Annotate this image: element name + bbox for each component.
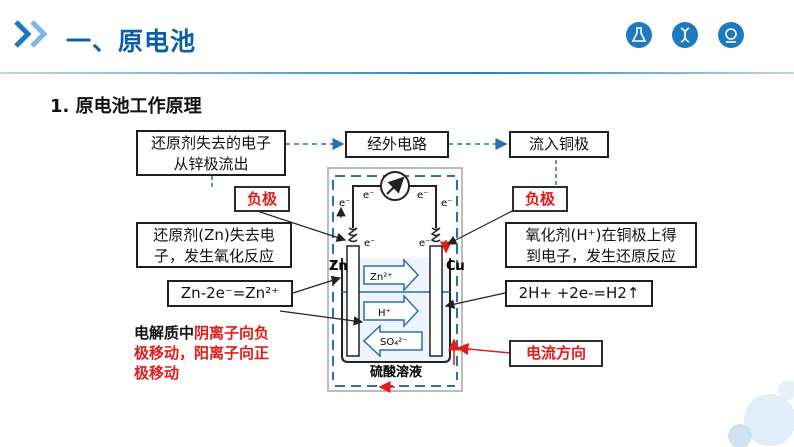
reduction-box: 氧化剂(H⁺)在铜极上得 到电子，发生还原反应	[505, 222, 697, 268]
box-line: 还原剂失去的电子	[150, 134, 271, 152]
electron-label: e⁻	[363, 190, 374, 201]
chevron-right-icon	[14, 20, 32, 48]
negative-pole-left-box: 负极	[234, 186, 290, 212]
box-line: 氧化剂(H⁺)在铜极上得	[525, 226, 677, 244]
zinc-equation-box: Zn-2e⁻=Zn²⁺	[167, 280, 293, 307]
page-title: 一、原电池	[66, 27, 197, 56]
external-circuit-box: 经外电路	[345, 131, 449, 158]
decorative-circles	[728, 380, 794, 447]
solution-label: 硫酸溶液	[370, 364, 422, 380]
box-line: 从锌极流出	[173, 155, 249, 173]
electron-label: e⁻	[419, 238, 430, 249]
h-ion-arrow	[363, 294, 420, 328]
oxidation-box: 还原剂(Zn)失去电 子，发生氧化反应	[136, 222, 292, 268]
zn-ion-label: Zn²⁺	[370, 272, 392, 283]
electron-label: e⁻	[441, 198, 452, 209]
dna-icon	[672, 22, 698, 48]
microscope-icon	[718, 22, 744, 48]
copper-label: Cu	[446, 259, 465, 274]
so4-ion-arrow	[362, 324, 423, 358]
note-highlight: 极移动，阳离子向正	[134, 344, 270, 362]
h-ion-label: H⁺	[378, 308, 391, 319]
electrolyte-note: 电解质中阴离子向负 极移动，阳离子向正 极移动	[134, 323, 334, 383]
electron-loss-box: 还原剂失去的电子 从锌极流出	[136, 130, 286, 176]
header-bar: 一、原电池	[0, 0, 794, 76]
note-highlight: 阴离子向负	[194, 324, 270, 342]
hydrogen-equation-box: 2H+ +2e-=H2↑	[505, 280, 653, 307]
zn-ion-arrow	[363, 258, 420, 292]
flask-icon	[626, 22, 652, 48]
note-highlight: 极移动	[134, 364, 180, 382]
header-divider	[0, 72, 794, 74]
box-line: 子，发生氧化反应	[153, 247, 274, 265]
so4-ion-label: SO₄²⁻	[380, 337, 408, 348]
box-line: 还原剂(Zn)失去电	[153, 226, 275, 244]
electron-label: e⁻	[417, 190, 428, 201]
zinc-label: Zn	[329, 259, 348, 274]
electron-label: e⁻	[364, 238, 375, 249]
chevron-right-icon	[30, 20, 48, 48]
box-line: 到电子，发生还原反应	[525, 247, 676, 265]
section-title: 1. 原电池工作原理	[50, 96, 202, 117]
negative-pole-right-box: 负极	[512, 186, 568, 212]
note-text: 电解质中	[134, 324, 195, 342]
current-direction-box: 电流方向	[509, 340, 603, 367]
electron-label: e⁻	[339, 198, 350, 209]
flow-copper-box: 流入铜极	[509, 131, 609, 158]
